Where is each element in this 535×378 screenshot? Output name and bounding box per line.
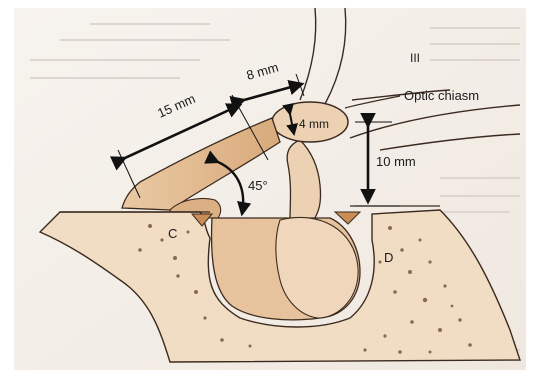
label-roman-three: III <box>410 51 420 65</box>
label-optic-chiasm: Optic chiasm <box>404 88 479 103</box>
label-d: D <box>384 250 393 265</box>
label-10mm: 10 mm <box>376 154 416 169</box>
label-c: C <box>168 226 177 241</box>
label-45: 45° <box>248 178 268 193</box>
label-4mm: 4 mm <box>299 117 329 131</box>
